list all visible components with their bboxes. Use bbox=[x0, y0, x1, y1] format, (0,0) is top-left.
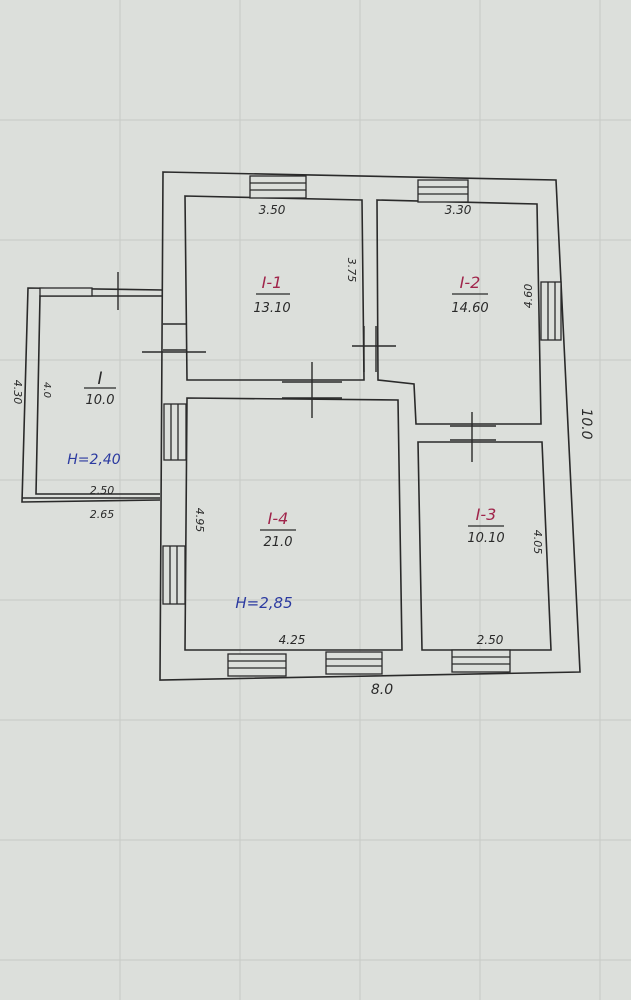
annex-height: H=2,40 bbox=[67, 452, 121, 468]
room-1-2-code: I-2 bbox=[460, 273, 481, 292]
annex-outer-depth: 4.30 bbox=[11, 380, 24, 405]
room-1-3-depth: 4.05 bbox=[531, 530, 544, 555]
annex-walls bbox=[21, 287, 164, 503]
room-1-2-walls bbox=[376, 199, 542, 425]
room-1-2-area: 14.60 bbox=[451, 301, 488, 316]
room-1-2-width: 3.30 bbox=[445, 203, 472, 217]
outer-wall bbox=[159, 171, 581, 681]
overall-depth: 10.0 bbox=[578, 408, 594, 439]
room-1-1-code: I-1 bbox=[262, 273, 283, 292]
overall-width: 8.0 bbox=[371, 682, 393, 698]
annex-inner-walls bbox=[35, 295, 163, 495]
room-1-2-depth: 4.60 bbox=[522, 284, 535, 309]
room-1-1-depth: 3.75 bbox=[345, 258, 358, 283]
annex-code: I bbox=[97, 369, 102, 389]
room-1-4-depth: 4.95 bbox=[193, 508, 206, 533]
annex-area: 10.0 bbox=[86, 393, 115, 408]
room-1-1-walls bbox=[184, 195, 365, 381]
annex-width: 2.50 bbox=[90, 484, 115, 497]
room-1-1-width: 3.50 bbox=[259, 203, 286, 217]
windows bbox=[39, 175, 562, 677]
room-1-4-walls bbox=[184, 397, 403, 651]
room-1-4-code: I-4 bbox=[268, 509, 289, 528]
room-1-3-area: 10.10 bbox=[467, 531, 504, 546]
room-1-4-width: 4.25 bbox=[279, 633, 306, 647]
room-1-4-area: 21.0 bbox=[264, 535, 293, 550]
room-1-3-width: 2.50 bbox=[477, 633, 504, 647]
room-1-3-code: I-3 bbox=[476, 505, 497, 524]
annex-outer-width: 2.65 bbox=[90, 508, 115, 521]
annex-depth: 4.0 bbox=[41, 382, 52, 398]
room-1-4-height: H=2,85 bbox=[235, 594, 292, 612]
doors bbox=[22, 272, 496, 499]
room-1-3-walls bbox=[417, 441, 552, 651]
room-1-1-area: 13.10 bbox=[253, 301, 290, 316]
